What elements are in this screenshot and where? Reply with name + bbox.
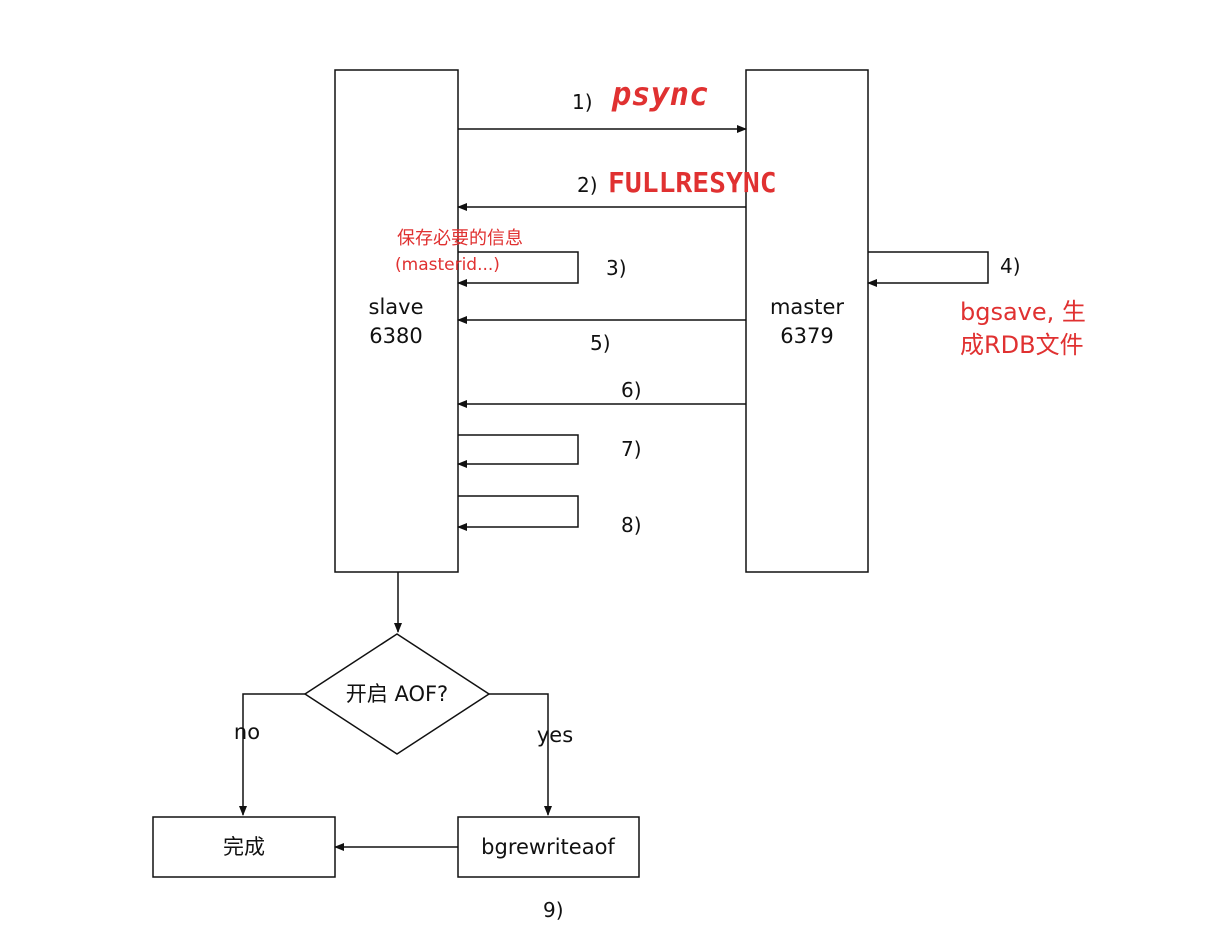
save-info-annotation-line1: 保存必要的信息 — [397, 228, 523, 249]
bgsave-annotation-line2: 成RDB文件 — [960, 331, 1084, 359]
step-7-label: 7) — [621, 437, 642, 461]
master-box — [745, 69, 869, 573]
no-branch-label: no — [234, 720, 260, 744]
slave-port: 6380 — [369, 324, 422, 348]
step-2-label: 2) — [577, 173, 598, 197]
master-label: master — [770, 295, 844, 319]
master-port: 6379 — [780, 324, 833, 348]
arrow-step-4 — [867, 251, 989, 287]
bgrewriteaof-label: bgrewriteaof — [481, 835, 615, 859]
step-9-label: 9) — [543, 898, 564, 922]
slave-label: slave — [369, 295, 424, 319]
bgrewriteaof-box — [457, 816, 640, 878]
fullresync-annotation: FULLRESYNC — [608, 166, 777, 199]
arrow-no-branch — [239, 693, 305, 816]
step-6-label: 6) — [621, 378, 642, 402]
slave-box — [334, 69, 459, 573]
bgsave-annotation-line1: bgsave, 生 — [960, 298, 1086, 326]
arrow-step-3 — [457, 251, 579, 287]
arrow-step-7 — [457, 434, 579, 468]
step-1-label: 1) — [572, 90, 593, 114]
arrow-step-8 — [457, 495, 579, 531]
step-4-label: 4) — [1000, 254, 1021, 278]
decision-label: 开启 AOF? — [346, 682, 448, 706]
step-5-label: 5) — [590, 331, 611, 355]
step-8-label: 8) — [621, 513, 642, 537]
decision-diamond — [303, 633, 491, 755]
done-label: 完成 — [223, 835, 265, 859]
save-info-annotation-line2: (masterid...) — [395, 255, 500, 275]
done-box — [152, 816, 336, 878]
arrow-yes-branch — [489, 693, 552, 816]
yes-branch-label: yes — [537, 723, 573, 747]
psync-annotation: psync — [611, 75, 708, 113]
step-3-label: 3) — [606, 256, 627, 280]
